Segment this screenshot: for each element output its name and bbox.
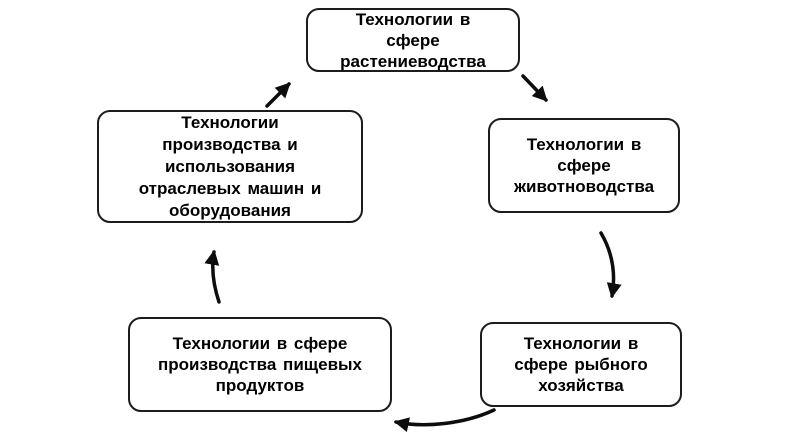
node-machinery-label: Технологии производства и использования … <box>138 112 322 220</box>
node-food-production: Технологии в сфере производства пищевых … <box>128 317 392 412</box>
node-machinery: Технологии производства и использования … <box>97 110 363 223</box>
node-crop-production-label: Технологии в сфере растениеводства <box>340 9 486 71</box>
arrow-fishery-to-food-icon <box>393 408 496 433</box>
arrow-food-to-machinery-icon <box>204 249 221 304</box>
node-fishery: Технологии в сфере рыбного хозяйства <box>480 322 682 407</box>
node-animal-husbandry-label: Технологии в сфере животноводства <box>513 135 655 196</box>
arrow-machinery-to-crop-icon <box>265 82 291 108</box>
node-fishery-label: Технологии в сфере рыбного хозяйства <box>514 334 648 395</box>
node-animal-husbandry: Технологии в сфере животноводства <box>488 118 680 213</box>
arrow-crop-to-livestock-icon <box>521 74 548 102</box>
node-food-production-label: Технологии в сфере производства пищевых … <box>157 334 363 395</box>
node-crop-production: Технологии в сфере растениеводства <box>306 8 520 72</box>
arrow-livestock-to-fishery-icon <box>599 231 622 299</box>
